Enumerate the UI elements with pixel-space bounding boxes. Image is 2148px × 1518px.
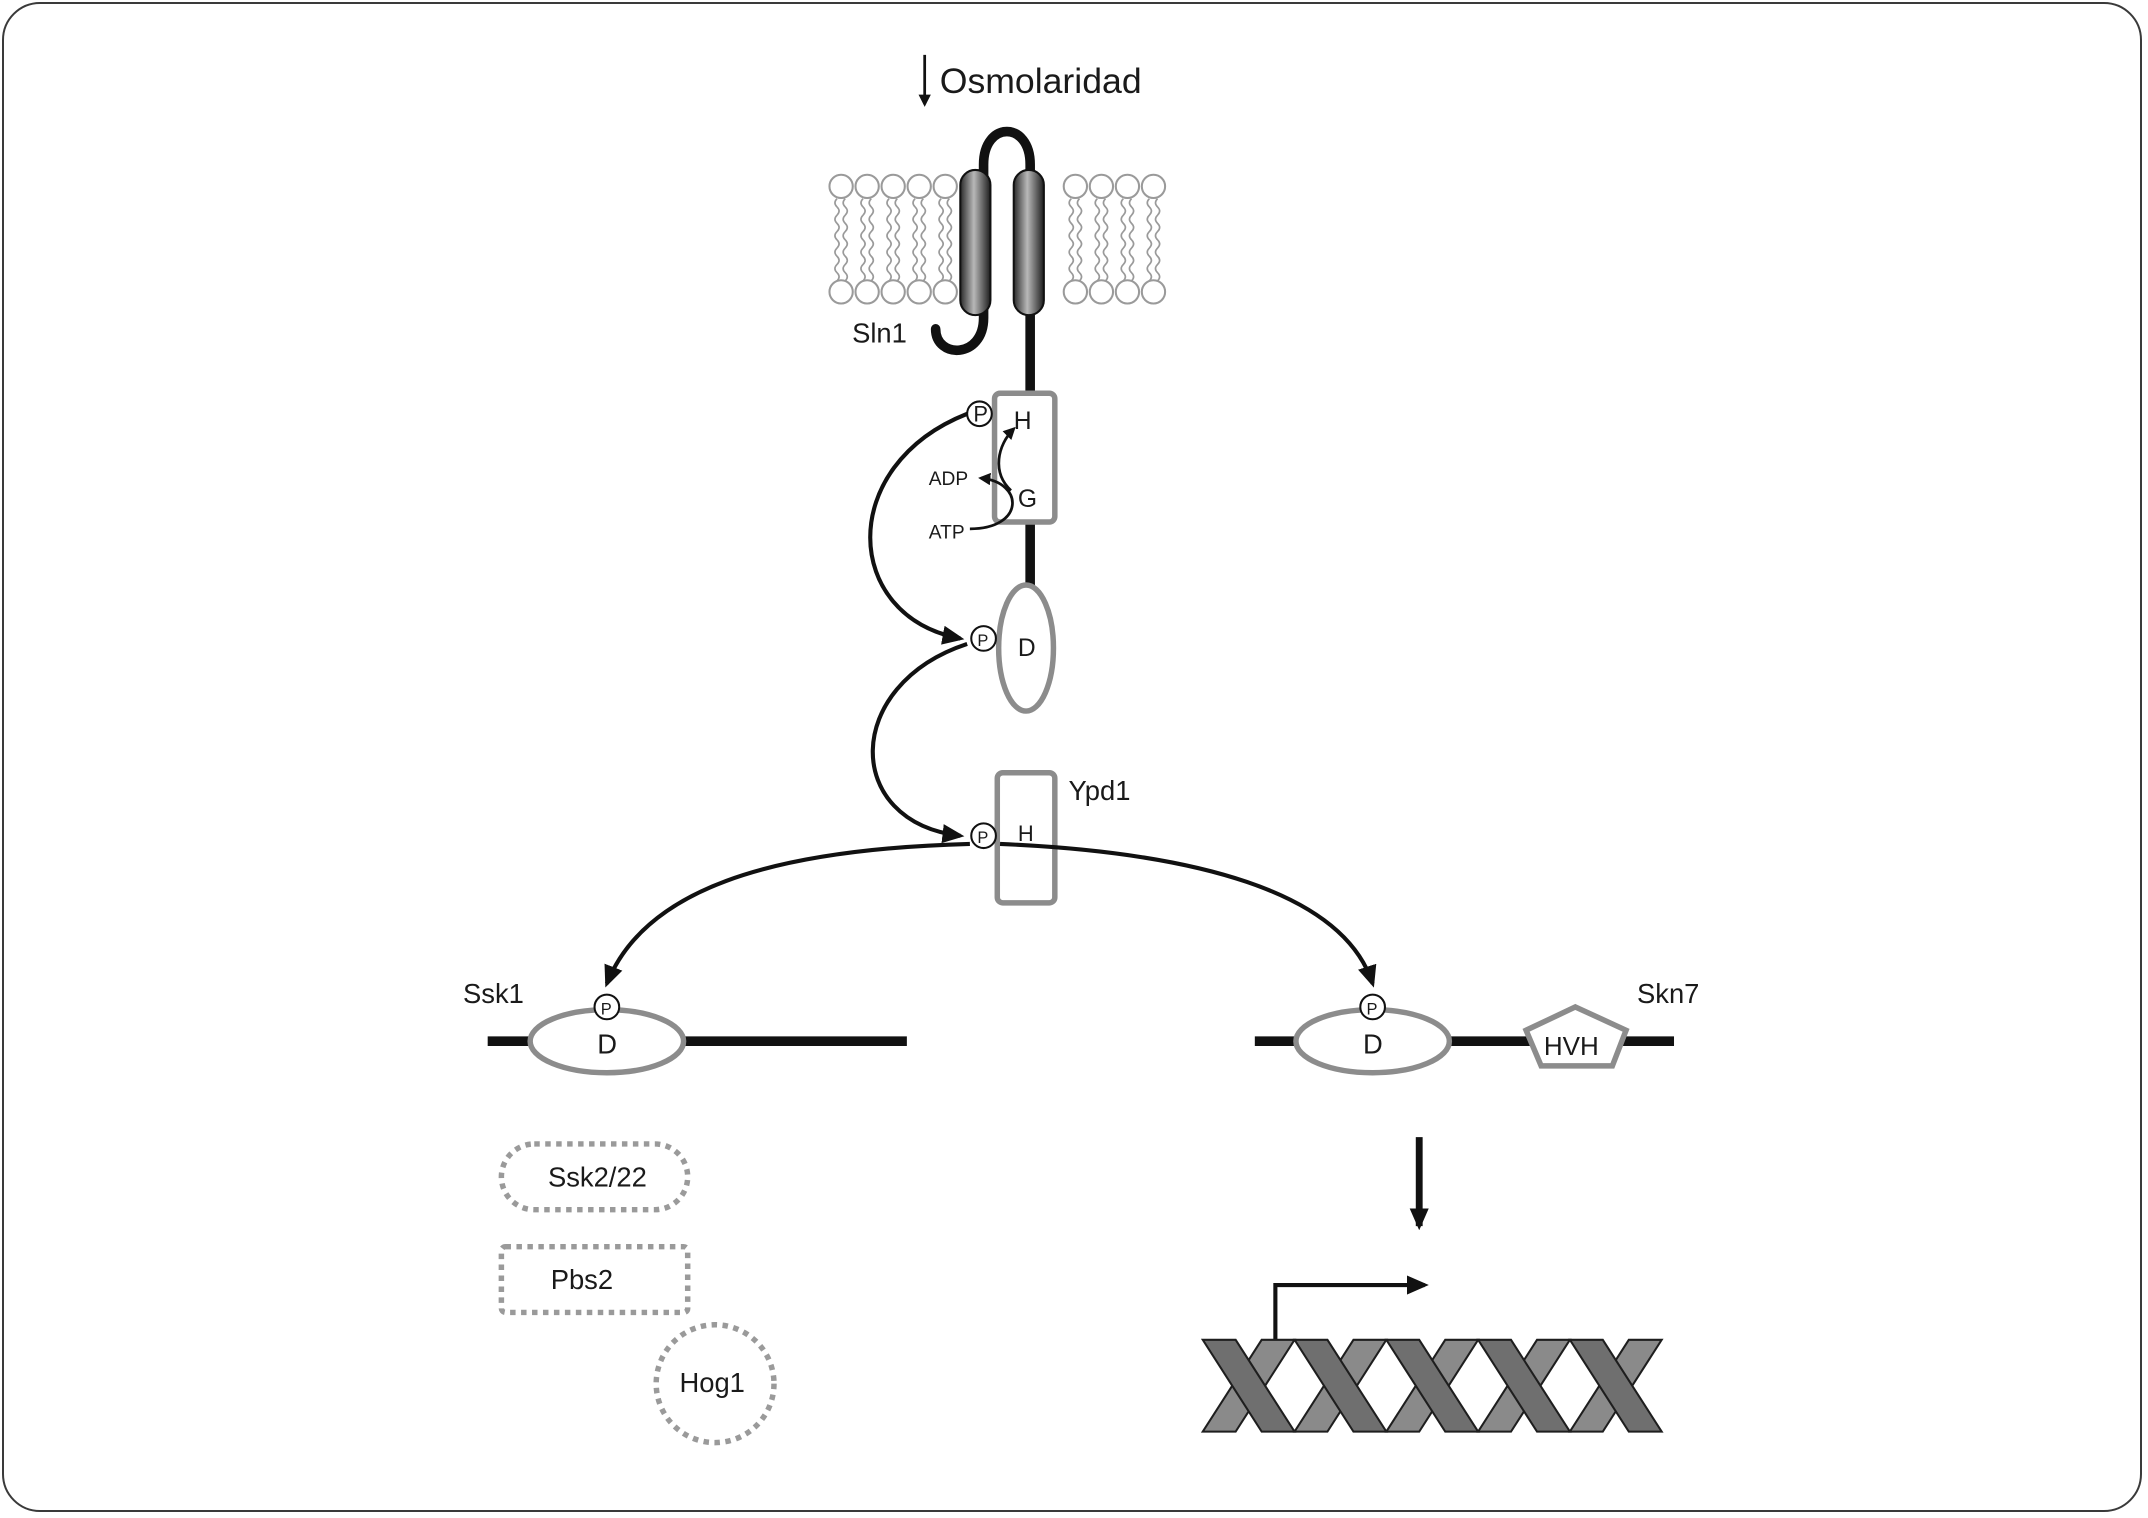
lipid-head <box>854 173 880 200</box>
lipid-head <box>854 279 880 305</box>
lipid-head <box>1088 173 1115 200</box>
ssk1-label: Ssk1 <box>463 978 524 1009</box>
hog1-circle <box>653 1322 777 1446</box>
lipid-tail <box>1076 198 1083 282</box>
pbs2-label: Pbs2 <box>551 1264 613 1295</box>
phospho-label: P <box>977 632 988 650</box>
lipid-head <box>828 279 854 305</box>
lipid-tail <box>842 198 849 282</box>
sln1-receptor: Sln1 H G ADP ATP D <box>852 126 1058 714</box>
lipid-head <box>906 173 932 200</box>
transcription-start-arrow <box>1273 1275 1429 1357</box>
lipid-head <box>1140 279 1167 305</box>
phospho-sln1-h: P <box>966 400 993 428</box>
osmolarity-stimulus: Osmolaridad <box>918 54 1142 107</box>
phospho-circle <box>970 822 997 850</box>
cell-membrane <box>828 173 1167 305</box>
pbs2-box <box>498 1243 691 1316</box>
sln1-receiver-domain <box>995 582 1057 714</box>
phospho-label: P <box>973 401 988 426</box>
hvh-domain <box>1522 1003 1630 1069</box>
hog-pathway: Ssk2/22 Pbs2 Hog1 <box>498 1141 777 1446</box>
lipid-head <box>906 279 932 305</box>
phosphotransfer-ypd1-to-skn7 <box>999 841 1377 988</box>
dna-helix <box>1200 1338 1664 1433</box>
ssk2-22-label: Ssk2/22 <box>548 1161 647 1192</box>
ypd1-protein: H Ypd1 <box>994 769 1131 906</box>
lipid-head <box>1088 279 1115 305</box>
ssk1-receiver-label: D <box>597 1029 617 1060</box>
atp-label: ATP <box>929 522 965 543</box>
skn7-receiver-label: D <box>1363 1029 1383 1060</box>
phospho-sln1-d: P <box>970 625 997 652</box>
phospho-label: P <box>601 1000 612 1018</box>
lipid-tail <box>920 198 927 282</box>
lipid-tail <box>834 198 840 282</box>
lipid-head <box>1062 279 1089 305</box>
hog1-label: Hog1 <box>679 1367 744 1398</box>
lipid-head <box>1140 173 1167 200</box>
dna-strand-front <box>1200 1338 1297 1433</box>
lipid-head <box>932 279 958 305</box>
stimulus-label: Osmolaridad <box>940 61 1142 101</box>
dna-strand-front <box>1384 1338 1481 1433</box>
lipid-tail <box>1146 198 1153 282</box>
lipid-head <box>880 279 906 305</box>
lipid-tail <box>938 198 944 282</box>
ypd1-h-label: H <box>1018 821 1034 846</box>
phosphotransfer-h-to-d <box>868 411 968 645</box>
lipid-tail <box>860 198 866 282</box>
lipid-head <box>880 173 906 200</box>
phospho-ypd1: P <box>970 822 997 850</box>
phospho-label: P <box>1366 1000 1377 1018</box>
dna-strand-front <box>1476 1338 1572 1433</box>
transmembrane-helix-1 <box>959 168 992 317</box>
phospho-skn7: P <box>1359 993 1386 1021</box>
ssk2-22-box <box>498 1141 691 1213</box>
phospho-label: P <box>977 829 988 847</box>
lipid-tail <box>1154 198 1161 282</box>
phosphotransfer-d-to-ypd1 <box>870 641 968 844</box>
ypd1-label: Ypd1 <box>1069 775 1131 806</box>
dna-strand-front <box>1568 1338 1664 1433</box>
lipid-head <box>932 173 958 200</box>
autophosphorylation-arrow <box>997 426 1016 492</box>
lipid-head <box>1062 173 1089 200</box>
lipid-tail <box>1120 198 1127 282</box>
lipid-tail <box>1128 198 1135 282</box>
dna-strand-front <box>1292 1338 1389 1433</box>
hk-g-label: G <box>1018 486 1037 513</box>
skn7-protein: D HVH Skn7 <box>1254 978 1699 1076</box>
phospho-circle <box>970 625 997 652</box>
phosphotransfer-ypd1-to-ssk1 <box>604 841 970 988</box>
lipid-head <box>828 173 854 200</box>
skn7-label: Skn7 <box>1637 978 1699 1009</box>
ypd1-domain <box>994 769 1058 906</box>
ssk1-protein: D Ssk1 <box>463 978 907 1076</box>
lipid-head <box>1114 173 1141 200</box>
lipid-tail <box>1068 198 1075 282</box>
sln1-receiver-label: D <box>1018 635 1036 662</box>
lipid-tail <box>1094 198 1101 282</box>
sln1-label: Sln1 <box>852 318 907 349</box>
hvh-label: HVH <box>1544 1031 1599 1061</box>
lipid-tail <box>894 198 901 282</box>
phospho-circle <box>966 400 993 428</box>
lipid-tail <box>946 198 953 282</box>
lipid-tail <box>912 198 918 282</box>
adp-label: ADP <box>929 469 968 490</box>
hk-h-label: H <box>1014 408 1032 435</box>
atp-to-adp-arrow <box>969 472 1014 531</box>
phospho-ssk1: P <box>593 993 621 1021</box>
lipid-head <box>1114 279 1141 305</box>
phospho-circle <box>1359 993 1386 1021</box>
phospho-circle <box>593 993 621 1021</box>
lipid-tail <box>1102 198 1109 282</box>
transmembrane-helix-2 <box>1012 168 1045 317</box>
lipid-tail <box>868 198 875 282</box>
sln1-backbone <box>930 126 1035 400</box>
lipid-tail <box>886 198 892 282</box>
